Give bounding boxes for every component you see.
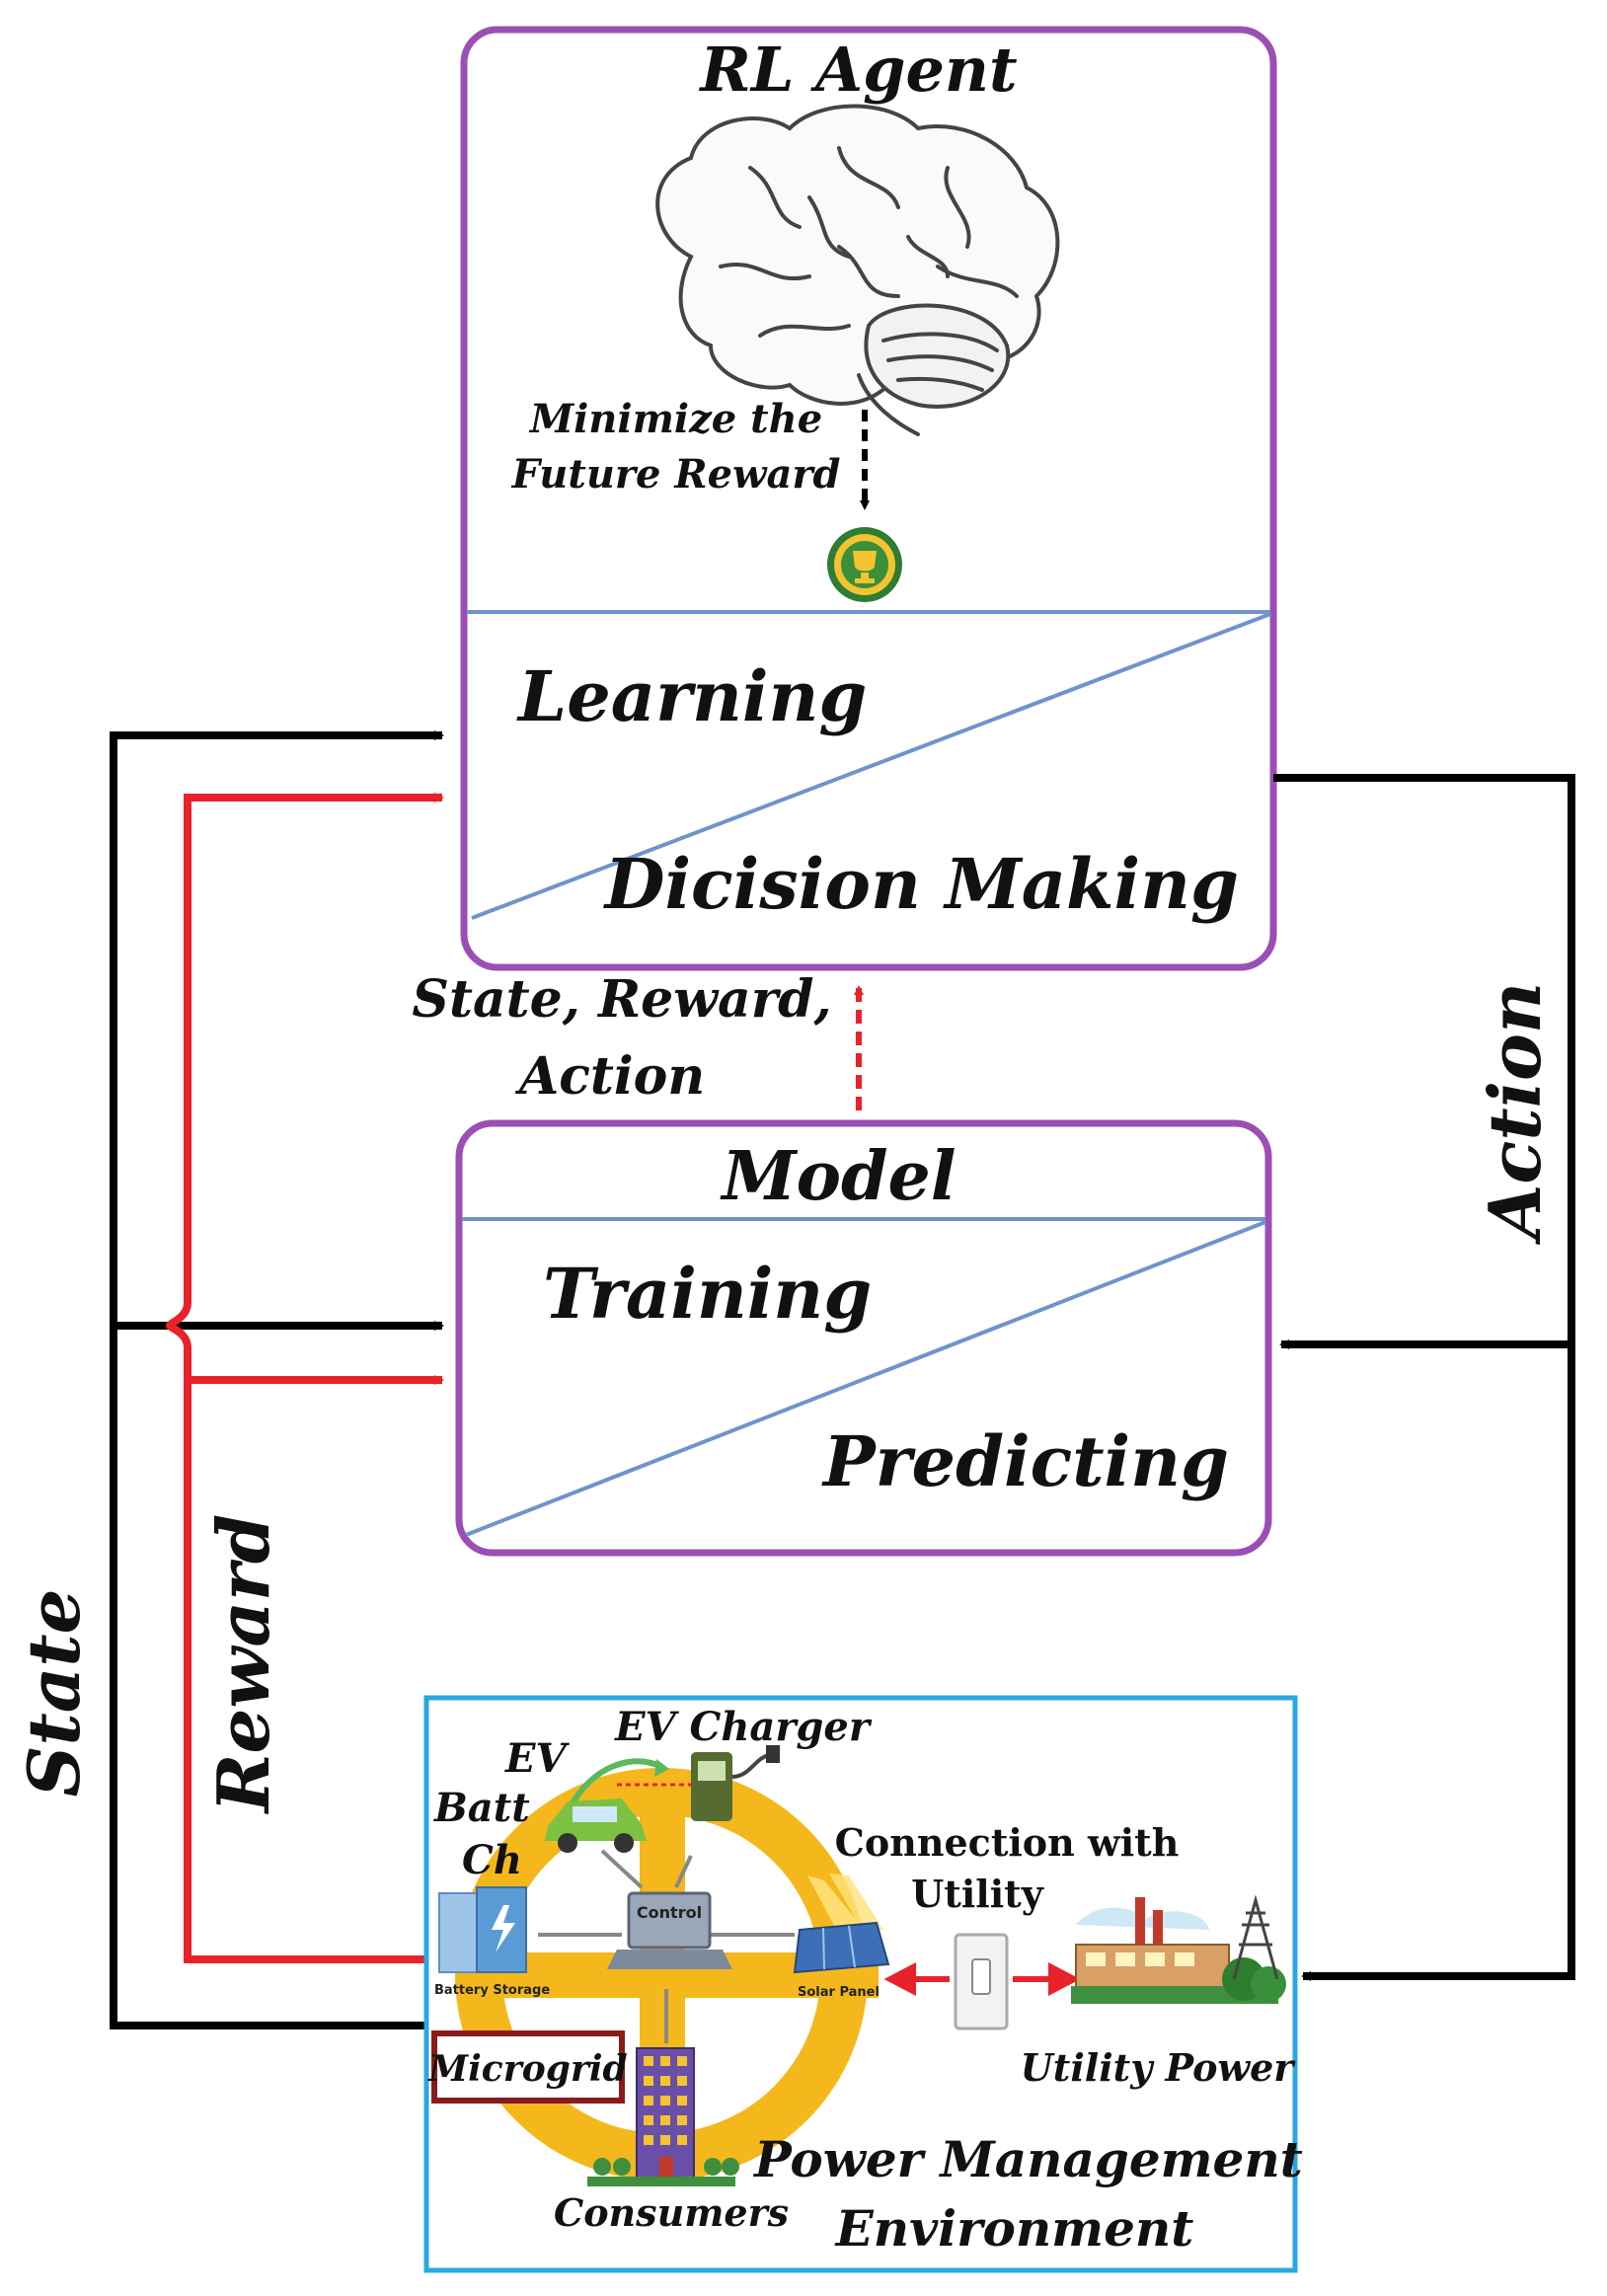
microgrid-label-box xyxy=(431,2030,625,2104)
ev-charger-label: EV Charger xyxy=(614,1704,873,1750)
goal-label-line1: Minimize the xyxy=(528,396,822,442)
environment-title-line1: Power Management xyxy=(752,2130,1303,2188)
control-laptop-icon xyxy=(607,1891,732,1969)
connection-label-line1: Connection with xyxy=(835,1820,1180,1865)
control-label: Control xyxy=(637,1903,702,1922)
ch-label: Ch xyxy=(462,1837,522,1883)
action-label: Action xyxy=(1473,982,1557,1246)
connection-label-line2: Utility xyxy=(911,1872,1044,1916)
goal-label-line2: Future Reward xyxy=(511,451,841,497)
environment-title-line2: Environment xyxy=(834,2199,1194,2258)
action-signal-lines xyxy=(1273,774,1575,1981)
battery-storage-label: Battery Storage xyxy=(434,1983,550,1998)
model-box xyxy=(455,1119,1272,1557)
state-label: State xyxy=(12,1589,96,1798)
solar-panel-label: Solar Panel xyxy=(798,1985,880,2000)
reward-signal-lines xyxy=(165,793,444,1963)
reward-label: Reward xyxy=(201,1514,285,1815)
learning-label: Learning xyxy=(516,655,867,737)
consumers-label: Consumers xyxy=(554,2190,789,2235)
rl-agent-title: RL Agent xyxy=(698,34,1018,106)
ev-car-icon xyxy=(545,1758,669,1853)
utility-power-plant-icon xyxy=(1071,1897,1286,2004)
utility-switch-icon xyxy=(954,1933,1009,2030)
training-label: Training xyxy=(543,1253,872,1335)
utility-power-label: Utility Power xyxy=(1021,2045,1297,2090)
ev-label: EV xyxy=(504,1735,570,1782)
ev-charger-icon xyxy=(691,1745,780,1821)
batt-label: Batt xyxy=(433,1785,530,1831)
feedback-label-line2: Action xyxy=(514,1046,705,1107)
transmission-tower-icon xyxy=(1232,1894,1279,1980)
consumers-building-icon xyxy=(587,2047,739,2186)
brain-icon xyxy=(655,104,1060,436)
flow-arrows xyxy=(538,1849,795,2043)
model-title: Model xyxy=(720,1137,956,1216)
solar-panel-icon xyxy=(793,1874,890,1974)
rl-agent-box xyxy=(460,26,1277,971)
trophy-icon xyxy=(827,527,902,602)
decision-making-label: Dicision Making xyxy=(603,843,1239,925)
microgrid-label: Microgrid xyxy=(426,2048,627,2090)
feedback-label-line1: State, Reward, xyxy=(412,969,831,1030)
utility-connection-arrow xyxy=(883,1962,1081,1996)
battery-storage-icon xyxy=(438,1886,527,1973)
predicting-label: Predicting xyxy=(821,1420,1229,1502)
